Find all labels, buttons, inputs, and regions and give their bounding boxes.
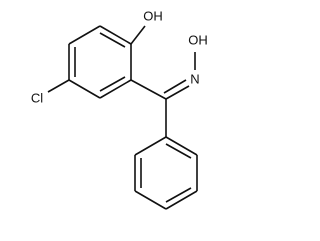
bond xyxy=(165,136,198,156)
bond xyxy=(99,25,132,45)
chloro-label: Cl xyxy=(31,90,43,105)
double-bond-inner xyxy=(99,32,126,48)
bond xyxy=(99,79,132,99)
double-bond-inner xyxy=(165,187,192,203)
bond xyxy=(134,136,167,156)
phenol-oh-label: OH xyxy=(143,8,163,23)
double-bond-inner xyxy=(165,143,192,159)
bond-c-cl xyxy=(47,79,70,93)
bond xyxy=(68,79,101,99)
phenol-ring xyxy=(68,25,132,99)
bond xyxy=(165,190,198,210)
oxime-oh-label: OH xyxy=(188,32,208,47)
molecule-drawing: OH Cl N OH xyxy=(31,8,208,210)
oxime-n-label: N xyxy=(190,71,199,86)
bond xyxy=(134,190,167,210)
bond-c-n xyxy=(165,85,190,100)
structure-canvas: OH Cl N OH xyxy=(30,8,208,210)
phenyl-ring xyxy=(134,136,198,210)
double-bond-inner xyxy=(99,76,126,92)
bond-ring-cn xyxy=(130,79,167,100)
bond-c-n-double xyxy=(163,79,187,94)
bond xyxy=(68,25,101,45)
bond-c-oh xyxy=(130,25,146,45)
